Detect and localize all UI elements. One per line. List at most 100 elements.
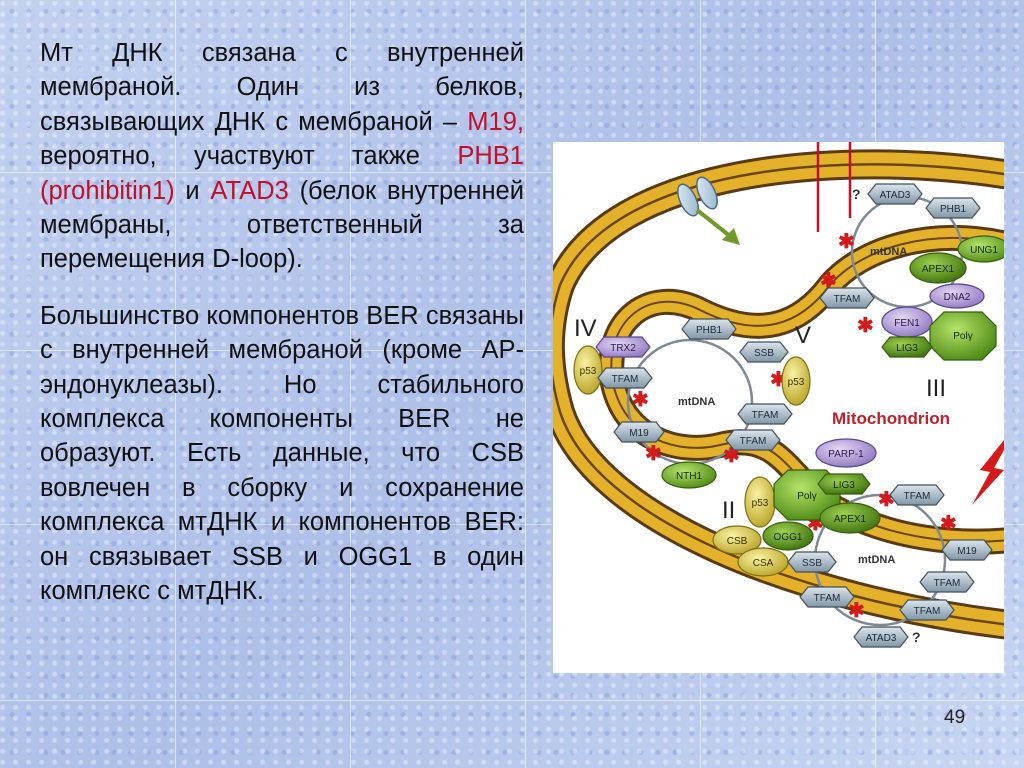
csb-label: CSB [727,536,748,547]
parp1-label: PARP-1 [828,449,864,460]
m19-label: M19 [957,546,977,557]
fen1-label: FEN1 [894,318,920,329]
roman-numeral-ii: II [722,497,735,524]
tfam-label: TFAM [904,491,931,502]
red-signal-lines [816,142,852,232]
text-run: вероятно, участвуют также [40,142,458,171]
mtdna-label: mtDNA [678,396,715,408]
csa-label: CSA [753,558,774,569]
phb1-label: PHB1 [940,204,967,215]
p53-protein [573,345,603,395]
p53-label: p53 [788,377,805,388]
tfam-label: TFAM [612,374,639,385]
mitochondrion-diagram: mtDNA mtDNA mtDNA ✱ ✱ ✱ ✱ ✱ ✱ ✱ ✱ ✱ ✱ ✱ … [553,142,1004,673]
p53-label: p53 [580,366,597,377]
page-number: 49 [944,707,966,728]
complex-ii: PARP-1 p53 Polγ LIG3 TFAM APEX1 CSB OGG1… [712,438,993,648]
tfam-protein [819,287,875,309]
ssb-protein [739,341,789,363]
membrane-pore-icon [677,176,740,245]
svg-text:✱: ✱ [632,389,649,411]
background-grid-line [175,0,176,768]
background-grid-line [0,350,1024,351]
ssb-label: SSB [802,558,822,569]
mitochondrion-title: Mitochondrion [832,409,950,428]
roman-numeral-iii: III [926,375,946,402]
complex-i: ATAD3 ? PHB1 UNG1 APEX1 DNA2 TFAM FEN1 P… [819,183,1004,361]
phb1-label: PHB1 [696,325,723,336]
svg-text:✱: ✱ [645,443,662,465]
atad3-term: ATAD3 [210,176,289,205]
ssb-label: SSB [754,348,774,359]
lig3-protein [817,473,871,495]
svg-text:✱: ✱ [857,315,874,337]
tfam-protein [597,367,653,389]
m19-term: M19, [467,107,524,136]
ogg1-label: OGG1 [774,532,803,543]
svg-text:✱: ✱ [820,270,837,292]
atad3-label: ATAD3 [880,190,911,201]
m19-protein [613,421,665,443]
m19-protein [941,539,993,561]
tfam-protein [799,586,855,608]
m19-label: M19 [629,428,649,439]
background-grid-line [0,524,1024,525]
text-run: Мт ДНК связана с внутренней мембраной. О… [40,39,524,136]
nth1-label: NTH1 [676,471,703,482]
dna2-label: DNA2 [944,292,971,303]
p53-protein [781,356,811,406]
diagram-svg: mtDNA mtDNA mtDNA ✱ ✱ ✱ ✱ ✱ ✱ ✱ ✱ ✱ ✱ ✱ … [553,142,1004,648]
apex1-protein [909,252,967,284]
tfam-label: TFAM [814,593,841,604]
tfam-protein [725,429,781,451]
paragraph-membrane-proteins: Мт ДНК связана с внутренней мембраной. О… [40,36,524,277]
ung1-protein [957,235,1004,263]
tfam-label: TFAM [934,578,961,589]
paragraph-ber-components: Большинство компонентов BER связаны с вн… [40,301,524,606]
svg-text:✱: ✱ [838,231,855,253]
p53-label: p53 [752,498,769,509]
lig3-label: LIG3 [833,480,855,491]
tfam-label: TFAM [914,606,941,617]
background-grid-line [0,172,1024,173]
trx2-protein [595,336,651,358]
complex-iv-v: PHB1 TRX2 p53 TFAM SSB p53 TFAM M19 TFAM… [573,318,811,489]
tfam-label: TFAM [752,410,779,421]
atad3-label: ATAD3 [866,633,897,644]
ung1-label: UNG1 [970,245,998,256]
phb1-protein [681,318,737,340]
csb-protein [712,525,762,555]
tfam-protein [899,599,955,621]
atad3-protein [853,626,909,648]
roman-numeral-iv: IV [574,315,597,342]
background-grid-line [350,0,351,768]
ssb-protein [787,551,837,573]
parp1-protein [815,438,877,468]
question-mark: ? [912,629,921,645]
svg-text:✱: ✱ [848,600,865,622]
phb1-term: PHB1 (prohibitin1) [40,142,524,205]
dna2-protein [929,283,985,309]
ogg1-protein [762,521,814,551]
pol-gamma-protein [929,311,997,361]
nth1-protein [661,461,717,489]
tfam-protein [889,484,945,506]
trx2-label: TRX2 [610,343,636,354]
text-run: и [174,176,211,205]
tfam-label: TFAM [740,436,767,447]
apex1-protein [819,502,881,534]
phb1-protein [925,197,981,219]
lig3-protein [881,336,933,358]
apex1-label: APEX1 [922,264,955,275]
pol-gamma-label: Polγ [953,331,972,342]
lightning-arrow-icon [972,440,1004,505]
tfam-label: TFAM [834,294,861,305]
apex1-label: APEX1 [834,514,867,525]
lig3-label: LIG3 [896,343,918,354]
roman-numeral-v: V [795,322,811,349]
tfam-protein [737,403,793,425]
question-mark: ? [852,186,861,202]
mtdna-label: mtDNA [870,246,907,258]
slide-body-text: Мт ДНК связана с внутренней мембраной. О… [40,36,524,609]
pol-gamma-label: Polγ [797,491,816,502]
